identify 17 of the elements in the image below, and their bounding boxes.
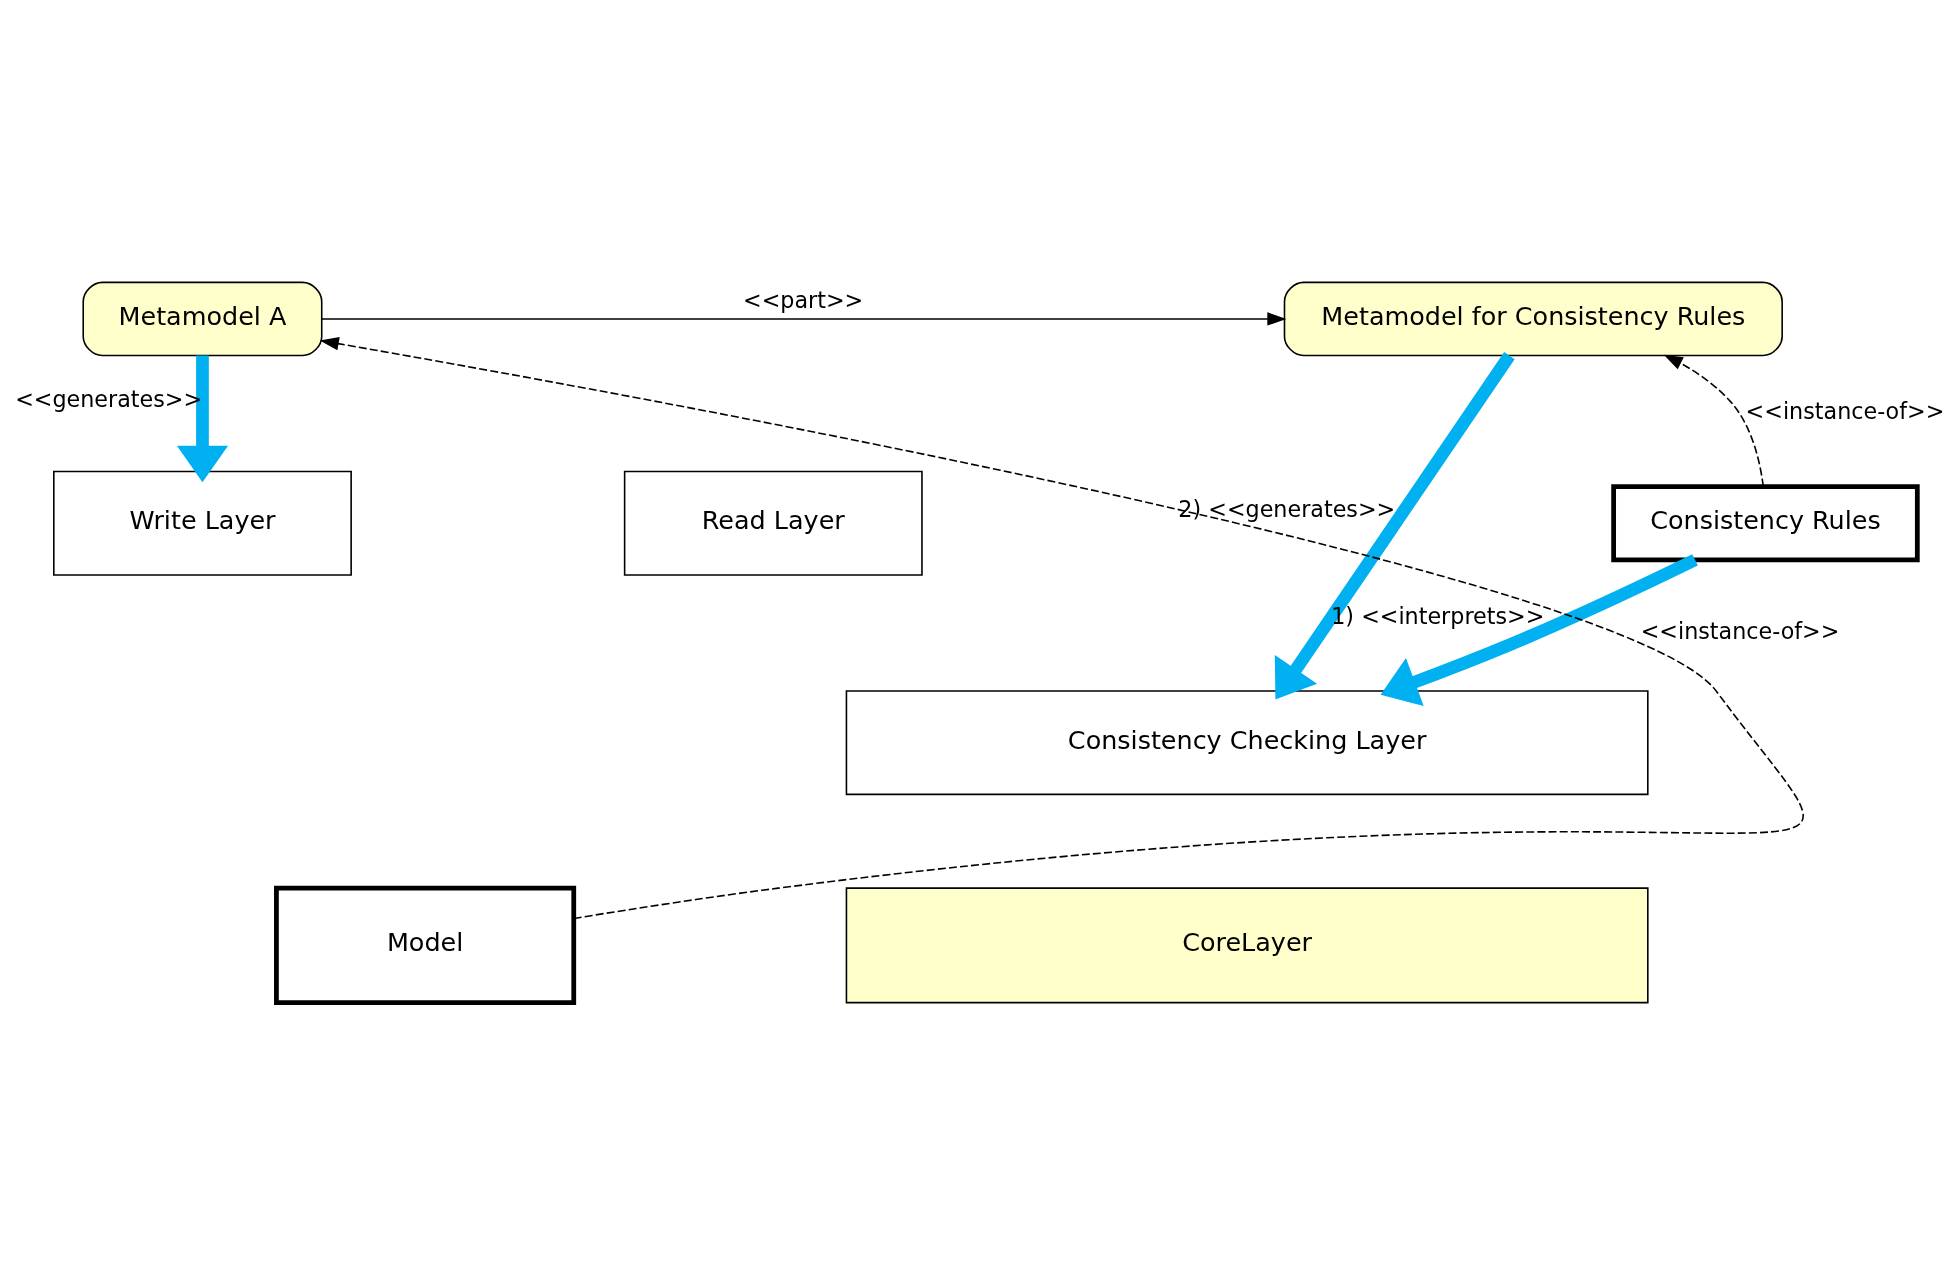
node-box: Metamodel for Consistency Rules [1283,281,1783,356]
arrow [176,355,229,482]
arrow [1663,354,1765,487]
arrow [320,311,1287,326]
arrow [1380,553,1698,706]
arrow [1274,351,1515,699]
edge-label: <<instance-of>> [1745,397,1945,424]
node-box: Model [274,885,577,1005]
edge-label: <<instance-of>> [1640,617,1840,644]
node-box: Consistency Rules [1611,483,1920,562]
node-box: Read Layer [623,470,923,576]
node-box: CoreLayer [845,886,1649,1003]
node-box: Consistency Checking Layer [845,689,1649,795]
node-box: Metamodel A [82,281,323,356]
node-box: Write Layer [53,470,352,576]
edge-label: <<part>> [743,286,864,313]
arrow [319,336,1804,919]
